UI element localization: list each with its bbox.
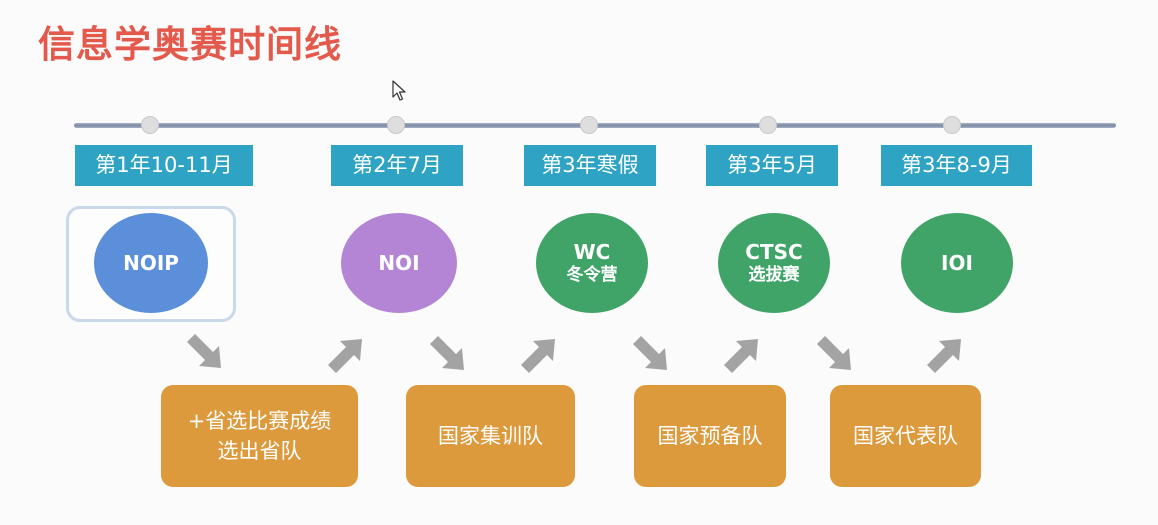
arrow-up-right-icon [724,339,758,373]
timeline-dot [759,116,777,134]
stage-name: NOIP [123,250,179,275]
stage-name: IOI [941,250,973,275]
team-line-1: 国家集训队 [438,423,543,448]
stage-name: WC [573,239,611,264]
stage-name: NOI [378,250,420,275]
team-line-1: 国家代表队 [853,423,958,448]
stage-noip: NOIP [94,213,208,313]
arrow-up-right-icon [521,339,555,373]
date-label-5: 第3年8-9月 [881,145,1032,186]
arrow-down-right-icon [817,336,851,370]
stage-subtitle: 选拔赛 [748,264,800,285]
slide-title: 信息学奥赛时间线 [38,23,342,66]
arrow-down-right-icon [430,336,464,370]
team-box-national-training: 国家集训队 [406,385,575,487]
mouse-cursor-icon [392,80,406,101]
timeline-dot [580,116,598,134]
team-box-national-reserve: 国家预备队 [634,385,786,487]
team-line-2: 选出省队 [217,439,302,463]
team-box-national-team: 国家代表队 [830,385,981,487]
stage-ioi: IOI [901,213,1013,313]
team-box-provincial: +省选比赛成绩 选出省队 [161,385,358,487]
arrow-down-right-icon [187,334,221,368]
arrow-down-right-icon [633,336,667,370]
timeline-dot [141,116,159,134]
arrow-up-right-icon [328,339,362,373]
date-label-3: 第3年寒假 [524,145,656,186]
team-line-1: +省选比赛成绩 [187,408,332,433]
stage-wc: WC 冬令营 [536,213,648,313]
timeline-dot [943,116,961,134]
date-label-2: 第2年7月 [331,145,463,186]
stage-ctsc: CTSC 选拔赛 [718,213,830,313]
date-label-4: 第3年5月 [706,145,838,186]
stage-noi: NOI [341,213,457,313]
stage-subtitle: 冬令营 [566,264,618,285]
team-line-1: 国家预备队 [657,423,763,448]
timeline-dot [387,116,405,134]
date-label-1: 第1年10-11月 [75,145,253,186]
arrow-up-right-icon [927,339,961,373]
stage-name: CTSC [745,239,803,264]
